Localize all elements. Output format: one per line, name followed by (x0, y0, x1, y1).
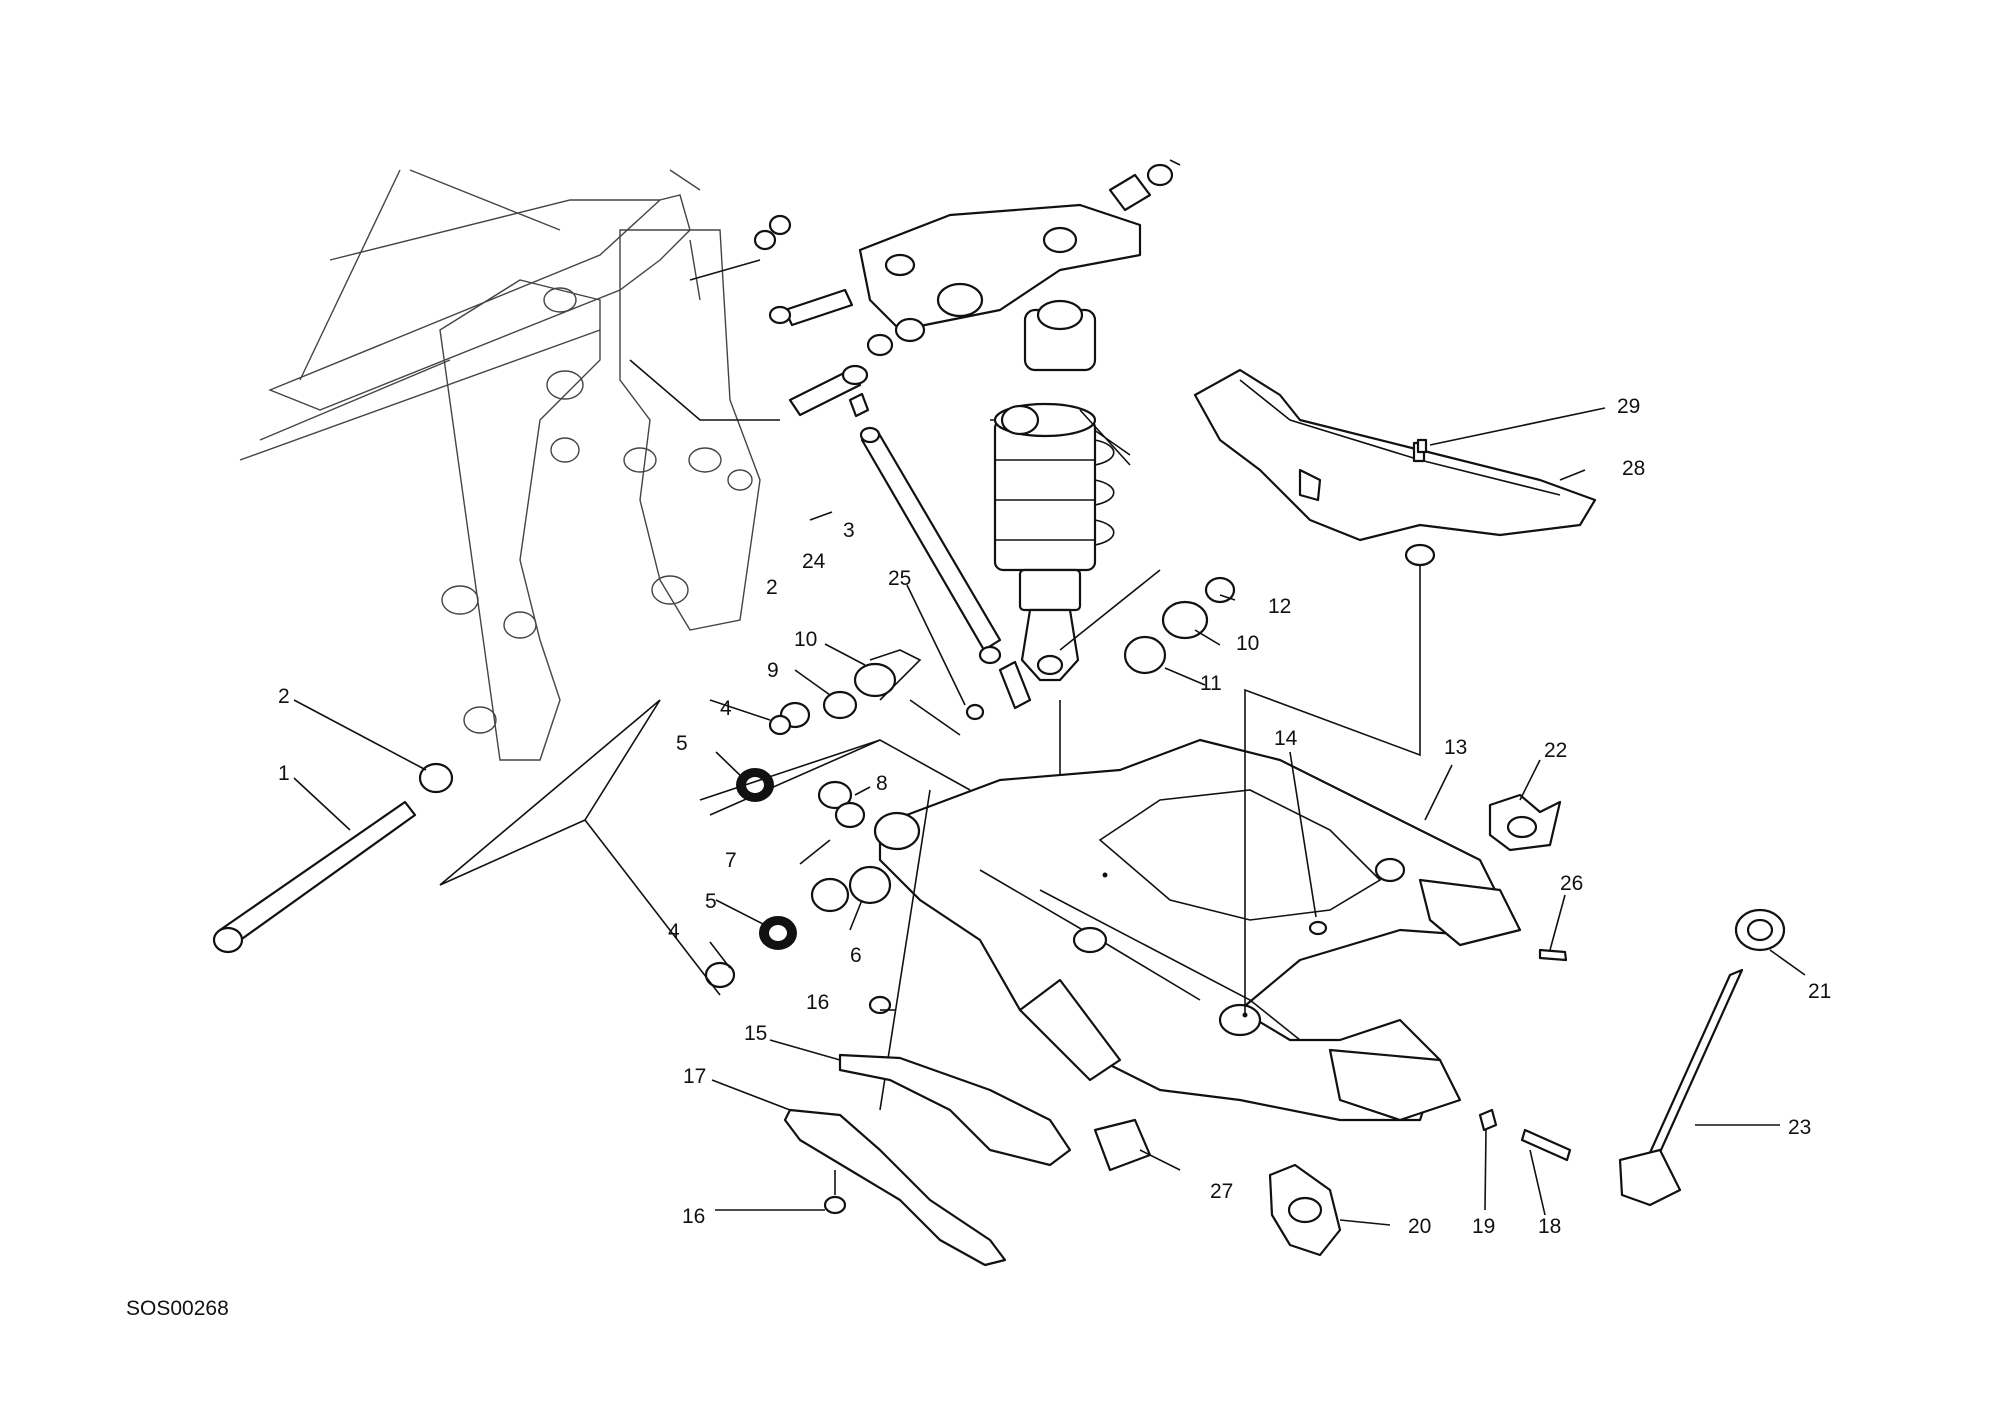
callout-28: 28 (1622, 457, 1645, 480)
callout-8: 8 (876, 772, 888, 795)
callout-18: 18 (1538, 1215, 1561, 1238)
bearings (439, 576, 1236, 996)
diagram-code: SOS00268 (126, 1297, 229, 1320)
chain-guard (1193, 368, 1597, 567)
pivot-bolt (212, 762, 454, 954)
swingarm (873, 560, 1522, 1122)
callout-4a: 4 (720, 697, 732, 720)
callout-1: 1 (278, 762, 290, 785)
callout-16a: 16 (806, 991, 829, 1014)
callout-10a: 10 (794, 628, 817, 651)
callout-29: 29 (1617, 395, 1640, 418)
callout-13: 13 (1444, 736, 1467, 759)
callout-labels: 1 2 2 3 4 4 5 5 6 7 8 9 10 10 11 12 13 1… (278, 395, 1831, 1238)
callout-25: 25 (888, 567, 911, 590)
callout-15: 15 (744, 1022, 767, 1045)
callout-12: 12 (1268, 595, 1291, 618)
callout-6: 6 (850, 944, 862, 967)
callout-17: 17 (683, 1065, 706, 1088)
small-parts (1093, 438, 1572, 1257)
callout-26: 26 (1560, 872, 1583, 895)
callout-19: 19 (1472, 1215, 1495, 1238)
callout-5b: 5 (705, 890, 717, 913)
callout-2b: 2 (766, 576, 778, 599)
callout-7: 7 (725, 849, 737, 872)
callout-5a: 5 (676, 732, 688, 755)
pull-rod (848, 392, 1032, 721)
callout-24: 24 (802, 550, 826, 573)
callout-27: 27 (1210, 1180, 1233, 1203)
callout-11: 11 (1200, 672, 1222, 695)
callout-14: 14 (1274, 727, 1298, 750)
callout-9: 9 (767, 659, 779, 682)
rocker-linkage (629, 159, 1181, 456)
callout-4b: 4 (668, 920, 680, 943)
callout-23: 23 (1788, 1116, 1811, 1139)
shock-absorber (993, 299, 1161, 800)
callout-20: 20 (1408, 1215, 1431, 1238)
leader-lines (293, 407, 1806, 1226)
callout-10b: 10 (1236, 632, 1259, 655)
callout-21: 21 (1808, 980, 1831, 1003)
callout-2a: 2 (278, 685, 290, 708)
callout-3: 3 (843, 519, 855, 542)
callout-22: 22 (1544, 739, 1567, 762)
frame-drawing (239, 169, 761, 761)
callout-16b: 16 (682, 1205, 705, 1228)
chain-guides (783, 995, 1072, 1267)
rear-axle (1618, 908, 1786, 1207)
